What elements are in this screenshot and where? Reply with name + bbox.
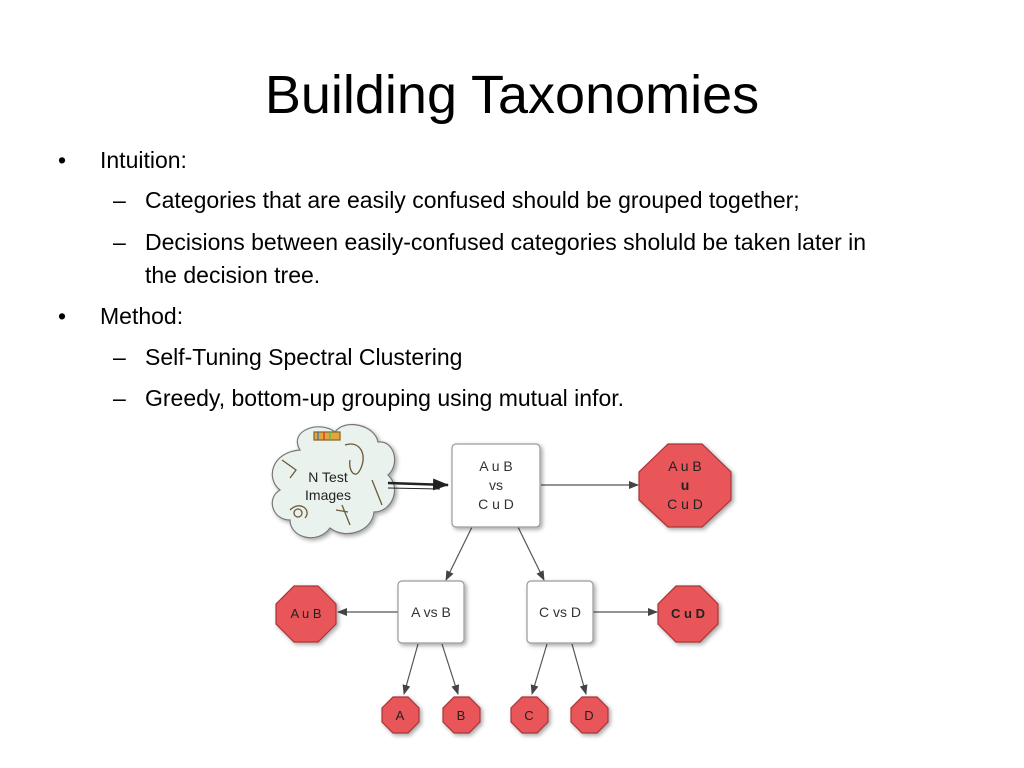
leaf-b-shape bbox=[442, 696, 481, 734]
right-leaf-shape bbox=[657, 585, 719, 643]
bullet-method: • Method: bbox=[58, 300, 184, 332]
leaf-a-label: A bbox=[396, 708, 405, 723]
root-label-line3: C u D bbox=[478, 496, 514, 512]
edge-cloud-to-root-thin bbox=[387, 487, 441, 490]
right-node-label: C vs D bbox=[539, 604, 581, 620]
left-leaf-label: A u B bbox=[290, 606, 321, 621]
sub-bullet-text: Greedy, bottom-up grouping using mutual … bbox=[145, 385, 625, 411]
leaf-d-shape bbox=[570, 696, 609, 734]
edge-right-node-to-c bbox=[530, 643, 548, 695]
sub-bullet-text-line1: Decisions between easily-confused catego… bbox=[145, 229, 867, 255]
sub-bullet-text: Self-Tuning Spectral Clustering bbox=[145, 344, 463, 370]
left-leaf-octagon: A u B bbox=[275, 585, 337, 643]
image-doodles bbox=[281, 431, 383, 526]
root-box bbox=[451, 443, 541, 528]
bullet-marker: • bbox=[58, 303, 67, 329]
cloud-label-line2: Images bbox=[305, 487, 351, 503]
leaf-b-label: B bbox=[457, 708, 466, 723]
leaf-c-label: C bbox=[524, 708, 533, 723]
left-node-label: A vs B bbox=[411, 604, 451, 620]
bullet-marker: • bbox=[58, 147, 67, 173]
left-decision-node: A vs B bbox=[397, 580, 465, 644]
right-decision-node: C vs D bbox=[526, 580, 594, 644]
root-leaf-line2: u bbox=[681, 477, 690, 493]
left-node-box bbox=[397, 580, 465, 644]
edges bbox=[337, 478, 658, 695]
sub-bullet-grouping: – Categories that are easily confused sh… bbox=[113, 184, 800, 216]
root-leaf-line3: C u D bbox=[667, 496, 703, 512]
leaf-a: A bbox=[381, 696, 420, 734]
leaf-d-label: D bbox=[584, 708, 593, 723]
dash-marker: – bbox=[113, 187, 126, 213]
sub-bullet-spectral: – Self-Tuning Spectral Clustering bbox=[113, 341, 463, 373]
edge-left-node-to-a bbox=[402, 643, 419, 695]
root-label-line1: A u B bbox=[479, 458, 512, 474]
root-leaf-shape bbox=[638, 443, 732, 528]
leaf-c-shape bbox=[510, 696, 549, 734]
right-leaf-label: C u D bbox=[671, 606, 705, 621]
sub-bullet-text-line2: the decision tree. bbox=[145, 262, 321, 288]
dash-marker: – bbox=[113, 344, 126, 370]
test-images-cloud: N Test Images bbox=[271, 423, 396, 539]
slide-title: Building Taxonomies bbox=[264, 65, 760, 125]
root-leaf-octagon: A u B u C u D bbox=[638, 443, 732, 528]
edge-cloud-to-root bbox=[387, 478, 449, 491]
root-leaf-line1: A u B bbox=[668, 458, 701, 474]
bullet-intuition: • Intuition: bbox=[58, 144, 187, 176]
right-node-box bbox=[526, 580, 594, 644]
cloud-label-line1: N Test bbox=[308, 469, 348, 485]
sub-bullet-greedy: – Greedy, bottom-up grouping using mutua… bbox=[113, 382, 625, 414]
leaf-b: B bbox=[442, 696, 481, 734]
root-label-line2: vs bbox=[489, 477, 503, 493]
left-leaf-shape bbox=[275, 585, 337, 643]
sub-bullet-decisions: – Decisions between easily-confused cate… bbox=[113, 226, 867, 258]
bullet-text: Intuition: bbox=[100, 147, 187, 173]
leaf-a-shape bbox=[381, 696, 420, 734]
sub-bullet-decisions-continuation: the decision tree. bbox=[145, 259, 320, 291]
sub-bullet-text: Categories that are easily confused shou… bbox=[145, 187, 800, 213]
dash-marker: – bbox=[113, 229, 126, 255]
cloud-shape bbox=[271, 423, 396, 539]
root-decision-node: A u B vs C u D bbox=[451, 443, 541, 528]
right-leaf-octagon: C u D bbox=[657, 585, 719, 643]
bullet-text: Method: bbox=[100, 303, 184, 329]
edge-root-to-left-node bbox=[445, 526, 473, 581]
leaf-c: C bbox=[510, 696, 549, 734]
edge-right-node-to-d bbox=[571, 643, 588, 695]
edge-left-node-to-b bbox=[441, 643, 460, 695]
dash-marker: – bbox=[113, 385, 126, 411]
edge-root-to-right-node bbox=[517, 526, 545, 581]
leaf-d: D bbox=[570, 696, 609, 734]
